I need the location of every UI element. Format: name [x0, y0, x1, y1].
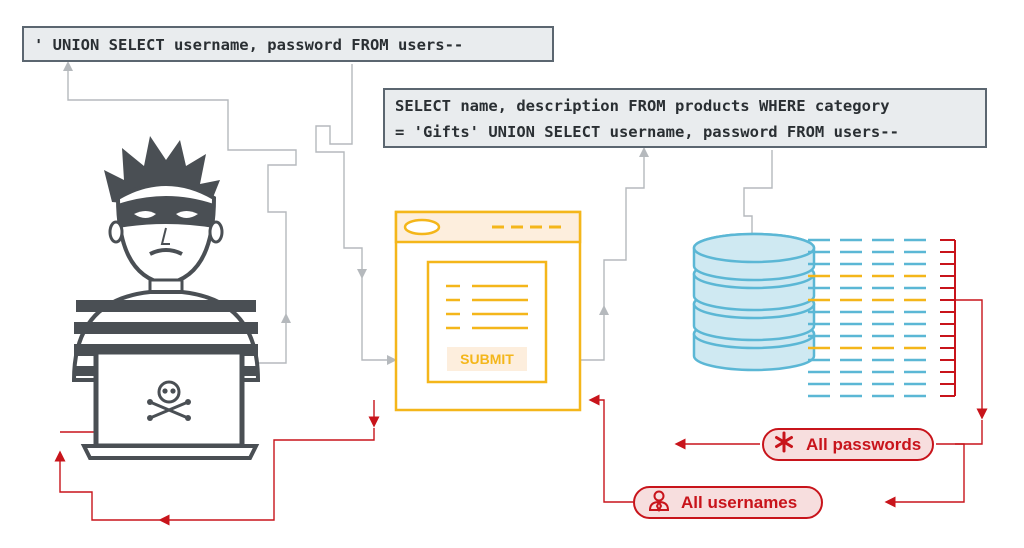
flow-down-to-laptop — [158, 428, 375, 526]
flow-db-to-passwords — [955, 299, 988, 420]
flow-up-to-laptop — [54, 450, 160, 521]
full-query-line-2: = 'Gifts' UNION SELECT username, passwor… — [395, 123, 899, 141]
laptop-skull-icon — [80, 349, 260, 460]
result-flow-lines — [54, 299, 988, 526]
skull-icon — [157, 380, 181, 404]
flow-usernames-to-form — [588, 394, 633, 503]
flow-step-left — [63, 61, 297, 318]
browser-window-icon — [394, 210, 582, 412]
flow-query1-to-form — [315, 64, 367, 279]
flow-laptop-to-query1 — [252, 313, 291, 364]
all-passwords-pill: All passwords — [762, 428, 934, 461]
all-usernames-label: All usernames — [681, 492, 798, 512]
hacker-mask — [118, 196, 214, 228]
flow-query2-to-db — [743, 150, 773, 249]
full-query-box: SELECT name, description FROM products W… — [383, 88, 987, 148]
all-passwords-label: All passwords — [806, 434, 922, 454]
flow-passwords-branch — [936, 420, 983, 445]
flow-into-form — [361, 274, 397, 365]
flow-form-to-query2 — [580, 305, 609, 361]
masked-hacker-icon — [71, 136, 261, 382]
flow-up-to-query2 — [603, 147, 649, 310]
injected-query-text: ' UNION SELECT username, password FROM u… — [34, 36, 464, 54]
user-icon — [647, 488, 671, 517]
submit-button[interactable]: SUBMIT — [447, 347, 527, 371]
injected-query-box: ' UNION SELECT username, password FROM u… — [22, 26, 554, 62]
database-table-rows — [808, 238, 956, 398]
full-query-line-1: SELECT name, description FROM products W… — [395, 97, 890, 115]
database-icon — [692, 232, 816, 372]
attack-flow-lines — [63, 61, 773, 365]
asterisk-icon — [772, 430, 796, 459]
flow-db-to-usernames — [884, 443, 965, 508]
all-usernames-pill: All usernames — [633, 486, 823, 519]
